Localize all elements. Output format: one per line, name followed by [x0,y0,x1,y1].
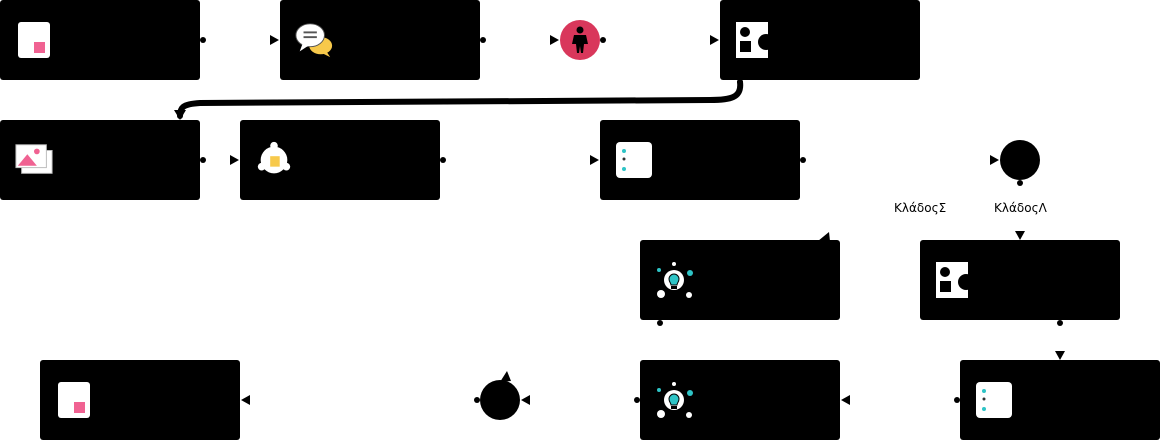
arrow-n3-in [550,35,559,45]
arrow-n14-in [241,395,250,405]
node-image-gallery[interactable] [0,120,200,200]
shapes-icon [936,262,974,298]
list-card-icon [616,142,652,178]
list-card-icon [976,382,1012,418]
port-n11-out[interactable] [954,397,960,403]
node-person[interactable] [560,20,600,60]
page-icon [18,22,50,58]
node-shapes-2[interactable] [920,240,1120,320]
port-n7-out[interactable] [800,157,806,163]
port-n4-out[interactable] [737,79,743,85]
node-list-2[interactable] [960,360,1160,440]
edge-label-branch-left: ΚλάδοςΣ [894,201,947,215]
node-page-2[interactable] [40,360,240,440]
node-shapes-1[interactable] [720,0,920,80]
arrow-n5-in [174,110,186,120]
shapes-icon [736,22,774,58]
node-sticky[interactable] [240,120,440,200]
arrow-n7-in [590,155,599,165]
connector-n4-n5 [177,79,744,119]
node-idea-1[interactable] [640,240,840,320]
port-n6-out[interactable] [440,157,446,163]
node-page-1[interactable] [0,0,200,80]
port-n3-out[interactable] [600,37,606,43]
node-chat[interactable] [280,0,480,80]
idea-network-icon [657,382,693,418]
arrow-n11-in [1055,351,1065,360]
port-n12-out[interactable] [634,397,640,403]
image-gallery-icon [15,144,53,174]
arrow-n6-in [230,155,239,165]
edge-label-branch-right: ΚλάδοςΛ [994,201,1047,215]
port-n5-out[interactable] [200,157,206,163]
person-icon [572,26,588,53]
idea-network-icon [657,262,693,298]
port-n1-out[interactable] [200,37,206,43]
port-n9-out[interactable] [657,320,663,326]
arrow-n2-in [270,35,279,45]
node-list-1[interactable] [600,120,800,200]
node-branch[interactable] [1000,140,1040,180]
arrow-n12-in [841,395,850,405]
port-n13-out[interactable] [474,397,480,403]
sticky-note-icon [257,141,291,174]
arrow-n4-in [710,35,719,45]
port-n8-out[interactable] [1017,180,1023,186]
page-icon [58,382,90,418]
arrow-n9-in [818,232,830,241]
port-n2-out[interactable] [480,37,486,43]
chat-bubbles-icon [295,23,333,58]
port-n10-out[interactable] [1057,320,1063,326]
arrow-n10-in [1015,231,1025,240]
node-idea-2[interactable] [640,360,840,440]
arrow-n8-in [990,155,999,165]
arrow-n13-in [500,371,511,382]
arrow-n13-in-right [521,395,530,405]
node-merge[interactable] [480,380,520,420]
